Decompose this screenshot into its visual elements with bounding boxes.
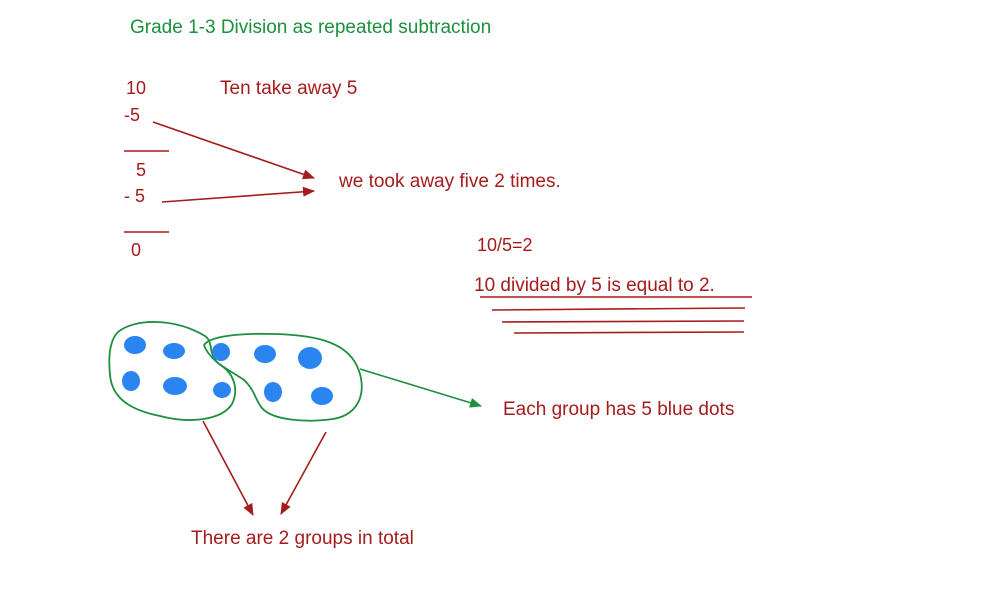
note-take-away: Ten take away 5 [220,78,358,99]
arrow-second-subtraction [161,186,315,203]
blue-dot [163,343,185,359]
total-groups-note: There are 2 groups in total [191,528,414,549]
arrow-to-group-note [359,368,482,408]
arrow-first-subtraction [152,121,315,180]
blue-dot [124,336,146,354]
arrow-right-group-total [280,431,327,515]
subtrahend-minus-5-second: - 5 [124,186,146,206]
blue-dot [254,345,276,363]
underline-2 [491,307,746,311]
group-outline-right [203,332,363,422]
blue-dot [298,347,322,369]
blue-dot [163,377,187,395]
difference-5: 5 [136,160,147,180]
underline-4 [513,331,745,334]
group-note: Each group has 5 blue dots [503,399,735,420]
group-1-dots [122,336,231,398]
minuend-10: 10 [126,78,147,98]
subtrahend-minus-5-first: -5 [124,105,141,125]
blue-dot [264,382,282,402]
page-title: Grade 1-3 Division as repeated subtracti… [130,17,492,38]
equation: 10/5=2 [477,235,533,255]
arrow-left-group-total [202,420,254,516]
group-outline-left [108,321,237,421]
note-took-away-times: we took away five 2 times. [339,171,561,192]
underline-3 [501,320,745,323]
blue-dot [213,382,231,398]
division-sentence: 10 divided by 5 is equal to 2. [474,275,715,296]
blue-dot [122,371,140,391]
blue-dot [212,343,230,361]
result-0: 0 [131,240,142,260]
group-2-dots [212,343,333,405]
blue-dot [311,387,333,405]
